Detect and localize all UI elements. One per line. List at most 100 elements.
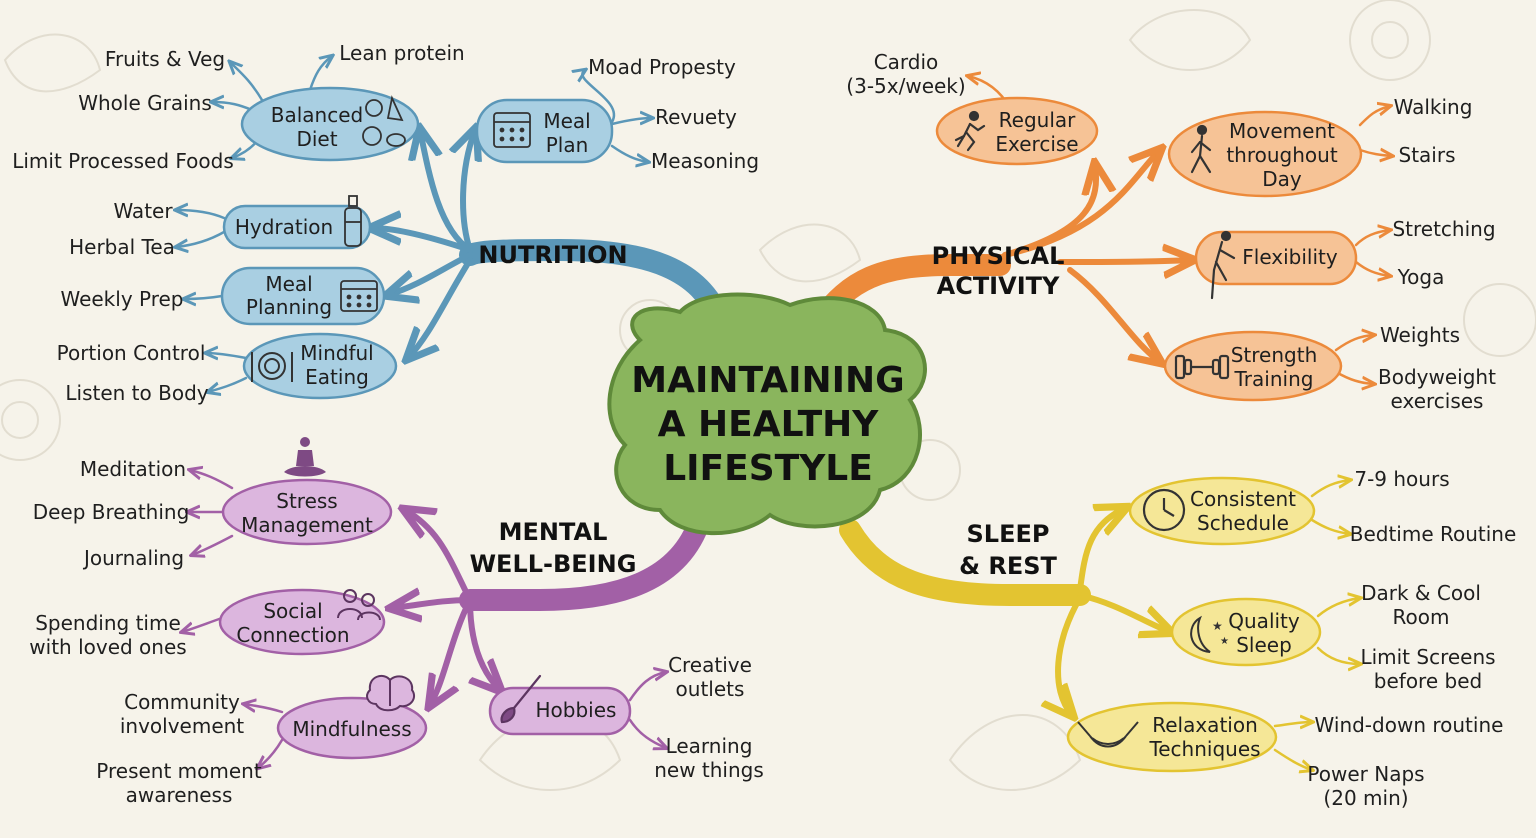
leaf-stairs: Stairs [1399, 143, 1456, 167]
stretching-person-icon [1210, 230, 1236, 300]
leaf-herbal-tea: Herbal Tea [69, 235, 175, 259]
plate-cutlery-icon [251, 352, 293, 382]
gear-icon [1349, 0, 1431, 81]
water-bottle-icon [344, 195, 362, 247]
paintbrush-icon [500, 674, 542, 724]
consistent-schedule-line-2: Schedule [1197, 511, 1289, 535]
movement-node: Movement throughout Day [1167, 110, 1363, 198]
meal-planning-line-2: Planning [246, 295, 332, 319]
movement-line-1: Movement [1229, 119, 1335, 143]
center-title-line-1: MAINTAINING [631, 360, 904, 401]
leaf-whole-grains: Whole Grains [78, 91, 212, 115]
leaf-portion-control: Portion Control [57, 341, 206, 365]
gear-icon [1463, 283, 1536, 357]
leaf-community-line-2: involvement [120, 714, 244, 738]
leaf-icon [1128, 9, 1252, 71]
leaf-power-naps-line-1: Power Naps [1307, 762, 1424, 786]
movement-line-3: Day [1262, 167, 1302, 191]
leaf-dark-cool-line-2: Room [1393, 605, 1450, 629]
strength-training-node: Strength Training [1163, 330, 1343, 402]
leaf-learning-line-2: new things [654, 758, 764, 782]
meal-plan-line-1: Meal [543, 109, 590, 133]
strength-training-line-1: Strength [1231, 343, 1318, 367]
mindful-eating-node: Mindful Eating [242, 332, 398, 400]
meal-planning-line-1: Meal [265, 272, 312, 296]
mindful-eating-line-1: Mindful [300, 341, 373, 365]
walker-icon [1190, 124, 1212, 174]
balanced-diet-node: Balanced Diet [240, 86, 420, 162]
sleep-title-line-2: & REST [959, 552, 1057, 580]
balanced-diet-line-1: Balanced [271, 103, 363, 127]
leaf-yoga: Yoga [1397, 265, 1445, 289]
regular-exercise-node: Regular Exercise [935, 96, 1099, 166]
leaf-creative-line-2: outlets [676, 677, 745, 701]
mental-connectors [392, 510, 500, 705]
leaf-7-9-hours: 7-9 hours [1354, 467, 1449, 491]
mental-branch [459, 509, 711, 611]
movement-line-2: throughout [1226, 143, 1337, 167]
leaf-limit-screens-line-1: Limit Screens [1360, 645, 1495, 669]
mindful-eating-line-2: Eating [305, 365, 369, 389]
moon-stars-icon: ★ ★ [1190, 615, 1229, 653]
hydration-node: Hydration [222, 195, 372, 250]
svg-text:★: ★ [1212, 619, 1223, 633]
social-connection-line-2: Connection [236, 623, 349, 647]
leaf-measoning: Measoning [651, 149, 759, 173]
leaf-icon [948, 714, 1082, 791]
sleep-leaf-arrows [1273, 480, 1360, 770]
consistent-schedule-line-1: Consistent [1190, 487, 1296, 511]
leaf-spending-time-line-2: with loved ones [29, 635, 186, 659]
people-icon [337, 589, 381, 621]
mental-leaf-arrows [182, 470, 666, 768]
center-node: MAINTAINING A HEALTHY LIFESTYLE [607, 292, 927, 536]
svg-text:★: ★ [1220, 636, 1229, 647]
nutrition-leaf-arrows [176, 56, 652, 392]
stress-management-line-2: Management [241, 513, 373, 537]
leaf-present-moment-line-1: Present moment [96, 759, 262, 783]
meal-planning-node: Meal Planning [220, 266, 386, 326]
flexibility-label: Flexibility [1242, 245, 1338, 269]
calendar-icon [340, 280, 378, 312]
nutrition-branch [459, 238, 731, 331]
leaf-water: Water [113, 199, 173, 223]
leaf-wind-down: Wind-down routine [1315, 713, 1504, 737]
mindfulness-node: Mindfulness [276, 674, 428, 760]
fruit-veg-icon [362, 95, 406, 147]
leaf-learning-line-1: Learning [666, 734, 753, 758]
leaf-creative-line-1: Creative [668, 653, 752, 677]
leaf-revuety: Revuety [655, 105, 737, 129]
leaf-community-line-1: Community [124, 690, 240, 714]
center-title-line-3: LIFESTYLE [663, 448, 873, 489]
leaf-bodyweight-line-2: exercises [1391, 389, 1484, 413]
quality-sleep-line-2: Sleep [1236, 633, 1292, 657]
regular-exercise-line-1: Regular [999, 108, 1076, 132]
leaf-power-naps-line-2: (20 min) [1323, 786, 1408, 810]
leaf-moad-propesty: Moad Propesty [588, 55, 736, 79]
leaf-deep-breathing: Deep Breathing [33, 500, 190, 524]
leaf-fruits-veg: Fruits & Veg [105, 47, 225, 71]
physical-title-line-2: ACTIVITY [937, 272, 1060, 300]
hammock-icon [1077, 721, 1139, 748]
leaf-limit-processed-foods: Limit Processed Foods [12, 149, 234, 173]
balanced-diet-line-2: Diet [296, 127, 337, 151]
hobbies-node: Hobbies [488, 674, 632, 736]
leaf-stretching: Stretching [1392, 217, 1495, 241]
consistent-schedule-node: Consistent Schedule [1128, 476, 1316, 546]
leaf-icon [3, 33, 102, 93]
sleep-connectors [1058, 508, 1170, 715]
leaf-icon [758, 223, 862, 283]
hobbies-label: Hobbies [536, 698, 617, 722]
sleep-title-line-1: SLEEP [967, 520, 1050, 548]
nutrition-connectors [372, 130, 475, 358]
leaf-meditation: Meditation [80, 457, 186, 481]
leaf-lean-protein: Lean protein [339, 41, 464, 65]
stress-management-node: Stress Management [221, 437, 393, 546]
relaxation-techniques-node: Relaxation Techniques [1066, 701, 1278, 773]
meal-plan-line-2: Plan [546, 133, 589, 157]
leaf-bedtime-routine: Bedtime Routine [1350, 522, 1517, 546]
leaf-journaling: Journaling [82, 546, 184, 570]
clock-icon [1142, 488, 1186, 532]
runner-icon [954, 110, 986, 152]
leaf-present-moment-line-2: awareness [126, 783, 233, 807]
